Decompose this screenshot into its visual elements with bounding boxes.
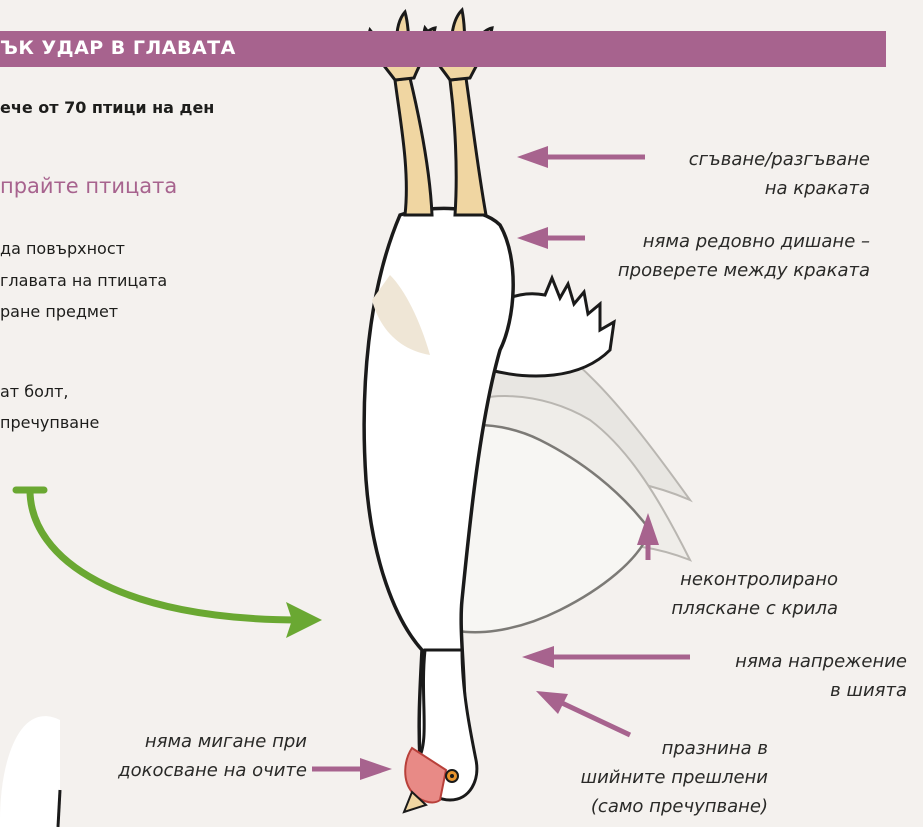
step-line: главата на птицата <box>0 271 167 290</box>
step-title: прайте птицата <box>0 174 177 198</box>
green-curved-arrow <box>16 490 300 620</box>
annotation-line: шийните прешлени <box>581 763 768 792</box>
partial-figure-line <box>58 790 60 827</box>
step-line: пречупване <box>0 413 99 432</box>
annotation-line: в шията <box>735 676 907 705</box>
annotation-line: неконтролирано <box>671 565 838 594</box>
annotation-line: докосване на очите <box>118 756 307 785</box>
annotation-line: (само пречупване) <box>581 792 768 821</box>
annotation-neck: няма напрежение в шията <box>735 647 907 705</box>
step-line: ране предмет <box>0 302 118 321</box>
step-line: да повърхност <box>0 239 125 258</box>
annotation-line: на краката <box>689 174 870 203</box>
annotation-line: празнина в <box>581 734 768 763</box>
annotation-line: проверете между краката <box>618 256 870 285</box>
annotation-wings: неконтролирано пляскане с крила <box>671 565 838 623</box>
annotation-legs: сгъване/разгъване на краката <box>689 145 870 203</box>
section-subtitle: ече от 70 птици на ден <box>0 98 214 117</box>
step-line: ат болт, <box>0 382 69 401</box>
annotation-line: няма мигане при <box>118 727 307 756</box>
annotation-eyes: няма мигане при докосване на очите <box>118 727 307 785</box>
annotation-line: няма напрежение <box>735 647 907 676</box>
annotation-line: пляскане с крила <box>671 594 838 623</box>
annotation-line: сгъване/разгъване <box>689 145 870 174</box>
annotation-vertebrae: празнина в шийните прешлени (само пречуп… <box>581 734 768 821</box>
eye-pupil <box>450 774 454 778</box>
annotation-line: няма редовно дишане – <box>618 227 870 256</box>
section-title: ЪК УДАР В ГЛАВАТА <box>0 37 236 59</box>
annotation-breathing: няма редовно дишане – проверете между кр… <box>618 227 870 285</box>
partial-figure-outline <box>0 716 60 827</box>
